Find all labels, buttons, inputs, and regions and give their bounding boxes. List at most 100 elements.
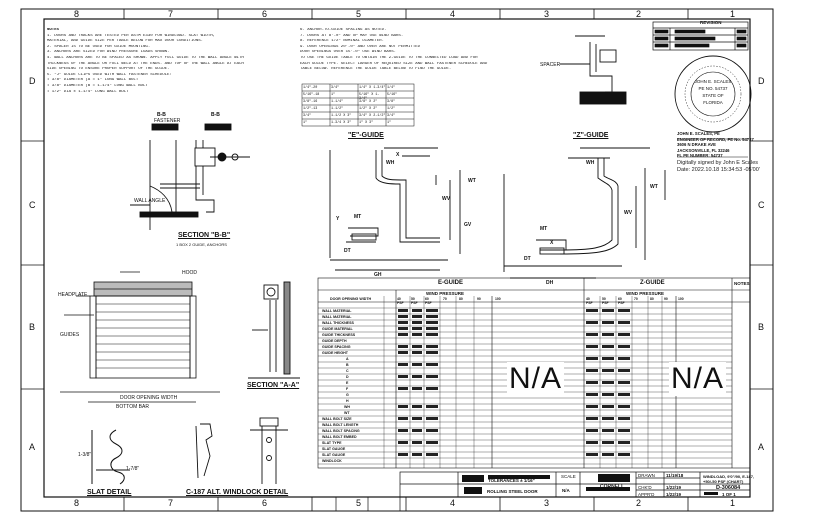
pressure-header: 100	[678, 297, 684, 301]
dim-gh-e: GH	[374, 272, 382, 278]
dwg-no: D-306084	[716, 485, 741, 491]
sheet-value: 1 OF 1	[722, 492, 736, 497]
zone-col-3-top: 3	[544, 9, 550, 19]
section-a-a-drawing	[248, 281, 300, 379]
row-label: WALL BOLT SIZE	[322, 417, 352, 421]
engineer-line: JACKSONVILLE, FL 32246	[677, 147, 730, 153]
notes2-line: TABLE BELOW. REFERENCE THE GUIDE TABLE B…	[300, 67, 452, 72]
slat-dim-2: 1-7/8"	[126, 466, 140, 472]
notes2-line: 6. ANCHOR-TO-GUIDE SPACING AS NOTED.	[300, 28, 387, 32]
guide-table-values	[398, 309, 630, 456]
zone-col-1-bottom: 1	[730, 498, 736, 508]
row-label: E	[346, 381, 349, 385]
dim-mt-e: MT	[354, 214, 362, 220]
scale-value: N/A	[562, 488, 570, 493]
callout-b-b-left: B-B	[157, 112, 166, 118]
signature-line-1: Digitally signed by John E Scales	[677, 160, 759, 166]
engineer-line: FL PE NUMBER: 54737	[677, 153, 723, 158]
dim-wt-z: WT	[650, 184, 658, 190]
row-label: GUIDE MATERIAL	[322, 327, 353, 331]
notes-line: • 3/8" DIAMETER (A = 1" LONG WALL BOLT	[47, 78, 139, 83]
section-b-b-title: SECTION "B-B"	[178, 232, 231, 239]
section-b-b-subtitle: 1 BOX 2 GUIDE, ANCHORS	[176, 242, 227, 247]
zone-col-2-bottom: 2	[636, 498, 642, 508]
notes-line: 3. ANCHORS ARE SIZED FOR WIND PRESSURE L…	[47, 50, 170, 55]
seal-line: PE NO. 54737	[698, 86, 728, 91]
zone-col-4-bottom: 4	[450, 498, 456, 508]
date-2: 1/22/19	[666, 485, 682, 490]
mini-cell: 5/16"-18	[303, 93, 320, 97]
zone-col-5-bottom: 5	[356, 498, 362, 508]
anchor-detail-drawing	[560, 35, 627, 105]
seal-line: JOHN E. SCALES	[694, 79, 732, 84]
dim-wv-e: WV	[442, 196, 451, 202]
notes-line: 2. SPACER IS TO BE USED FOR GUIDE MOUNTI…	[47, 44, 151, 49]
title-block-grid	[335, 471, 751, 512]
row-label: WALL MATERIAL	[322, 309, 352, 313]
callout-hood: HOOD	[182, 270, 197, 276]
zone-col-1-top: 1	[730, 9, 736, 19]
mini-cell: 5/16" X 1-3/4"	[359, 93, 380, 101]
mini-cell: 1/4" X 1-3/4"	[359, 86, 386, 90]
row-label: WALL BOLT SPACING	[322, 429, 360, 433]
zone-row-b-right: B	[758, 322, 765, 332]
zone-col-2-top: 2	[636, 9, 642, 19]
zone-col-8-bottom: 8	[74, 498, 80, 508]
engineer-underlines	[677, 138, 748, 158]
pressure-header: 50 PSF	[602, 297, 609, 305]
zone-row-a-left: A	[29, 442, 36, 452]
notes2-line: TO USE THE GUIDE TABLE TO OBTAIN THE Z-G…	[300, 55, 478, 60]
z-guide-title: "Z"-GUIDE	[573, 132, 609, 139]
dim-wh-e: WH	[386, 160, 395, 166]
seal-text: JOHN E. SCALES PE NO. 54737 STATE OF FLO…	[690, 78, 736, 106]
pressure-header: 70	[443, 297, 447, 301]
dim-x-e: X	[396, 152, 400, 158]
windlock-detail-drawing	[195, 417, 288, 484]
zone-row-c-left: C	[29, 200, 36, 210]
mini-cell: 1"	[387, 121, 392, 125]
drawing-title-2: +50/-50 PSF (CHART)	[703, 479, 744, 484]
row-label: SLAT TYPE	[322, 441, 342, 445]
pressure-header: 90	[664, 297, 668, 301]
mini-cell: 3/4"	[331, 86, 340, 90]
pressure-header: 80	[650, 297, 654, 301]
drawn-label: DRAWN	[638, 473, 655, 478]
zone-ticks	[21, 9, 773, 511]
pressure-header: 60 PSF	[618, 297, 625, 305]
mini-cell: 1"	[331, 93, 336, 97]
row-label: GUIDE SPACING	[322, 345, 351, 349]
zone-col-7-bottom: 7	[168, 498, 174, 508]
row-label: A	[346, 357, 349, 361]
e-wind-pressure: WIND PRESSURE	[426, 291, 465, 296]
dim-dt-e: DT	[344, 248, 351, 254]
mini-cell: 1-3/4 X 3"	[331, 121, 352, 125]
windlock-detail-title: C-187 ALT. WINDLOCK DETAIL	[186, 489, 289, 496]
e-guide-table-title: E-GUIDE	[438, 280, 464, 286]
zone-col-6-top: 6	[262, 9, 268, 19]
notes-header: NOTES	[47, 28, 60, 32]
notes2-line: 8. REFERENCE 1/2" NOMINAL DIAMETER.	[300, 39, 385, 44]
dim-y-e: Y	[336, 216, 340, 222]
mini-cell: 1/4"	[387, 86, 396, 90]
pressure-header: 70	[634, 297, 638, 301]
zone-row-a-right: A	[758, 442, 765, 452]
z-guide-table-title: Z-GUIDE	[640, 280, 665, 286]
revision-block	[652, 21, 749, 51]
mini-cell: 1/4"-20	[303, 86, 318, 90]
engineer-line: 3606 N DRAKE AVE	[677, 142, 716, 147]
dim-dt-z: DT	[524, 256, 531, 262]
zone-row-d-left: D	[29, 76, 36, 86]
seal-line: FLORIDA	[703, 100, 723, 105]
zone-col-8-top: 8	[74, 9, 80, 19]
mini-cell: 3/4"	[303, 114, 312, 118]
e-guide-na: N/A	[507, 362, 565, 396]
e-guide-title: "E"-GUIDE	[348, 132, 384, 139]
row-label: GUIDE HEIGHT	[322, 351, 348, 355]
guide-table-grid	[317, 277, 751, 469]
section-a-a-title: SECTION "A-A"	[247, 382, 300, 389]
digital-signature: Digitally signed by John E Scales Date: …	[677, 160, 760, 174]
z-wind-pressure: WIND PRESSURE	[626, 291, 665, 296]
zone-row-b-left: B	[29, 322, 36, 332]
mini-cell: 1-1/2"	[331, 107, 344, 111]
